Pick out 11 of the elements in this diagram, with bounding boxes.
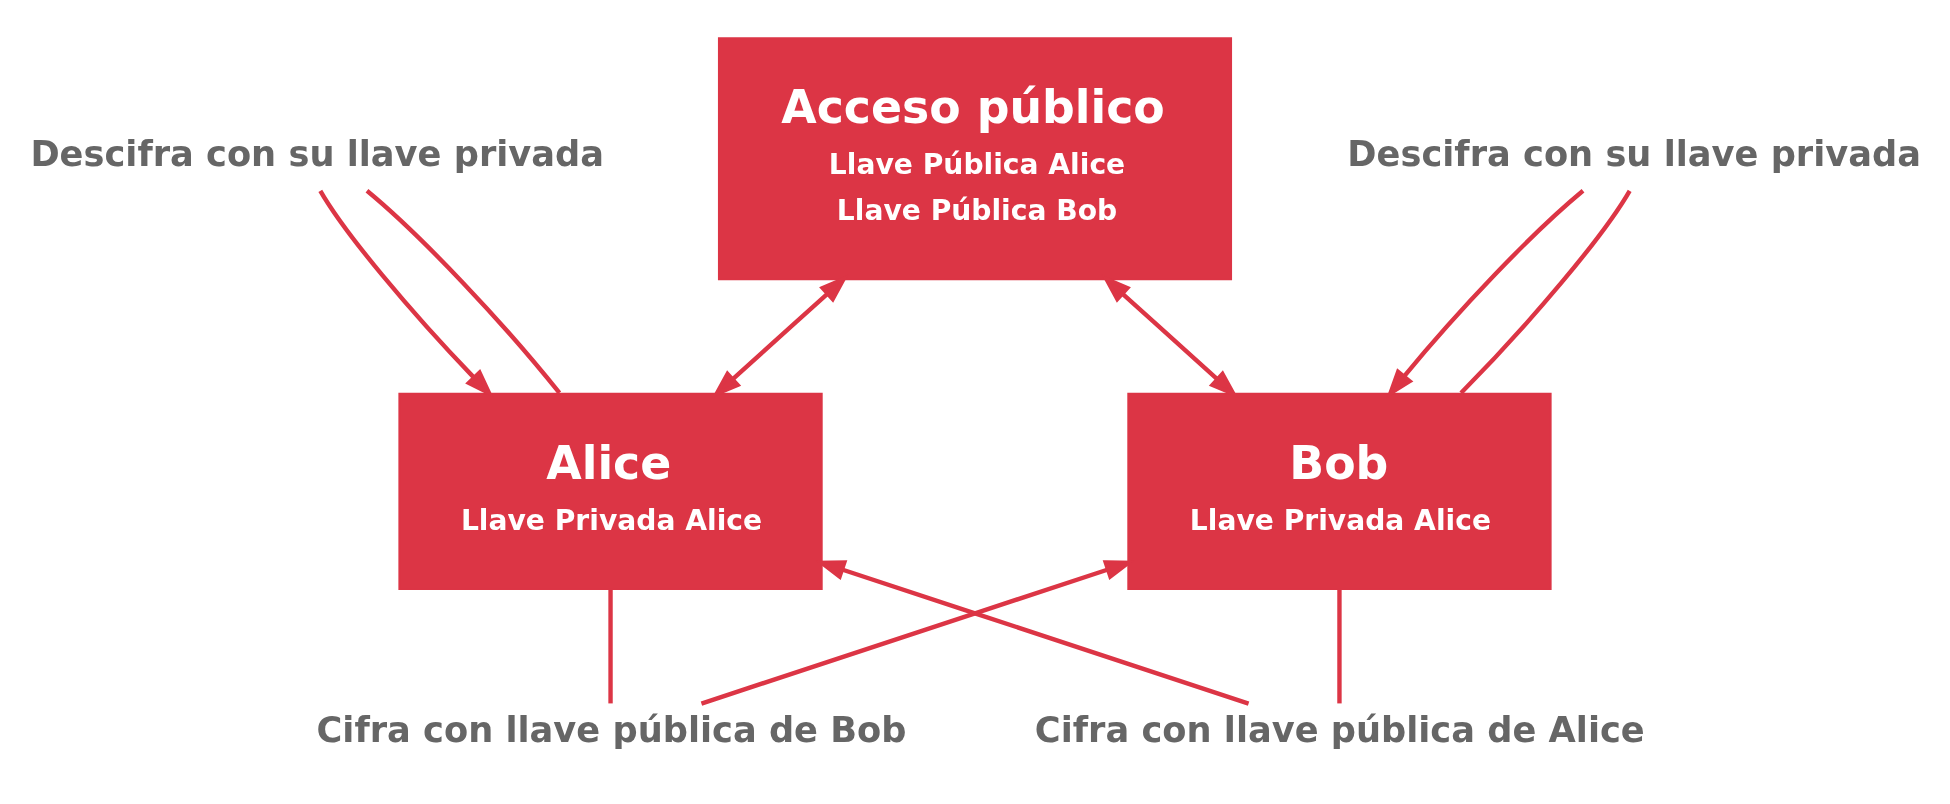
node-text: Cifra con llave pública de Alice <box>1034 708 1645 750</box>
node-box: Acceso público Llave Pública Alice Llave Pública Bob <box>717 36 1233 280</box>
node-box: Bob Llave Privada Alice <box>1127 392 1552 590</box>
connector <box>1337 589 1342 703</box>
connector <box>365 188 562 394</box>
node-box: Alice Llave Privada Alice <box>398 392 823 590</box>
connector <box>1459 189 1632 394</box>
node-text: Descifra con su llave privada <box>30 132 604 174</box>
connector <box>608 589 613 703</box>
node-text: Cifra con llave pública de Bob <box>316 708 907 750</box>
node-text: Descifra con su llave privada <box>1347 132 1921 174</box>
